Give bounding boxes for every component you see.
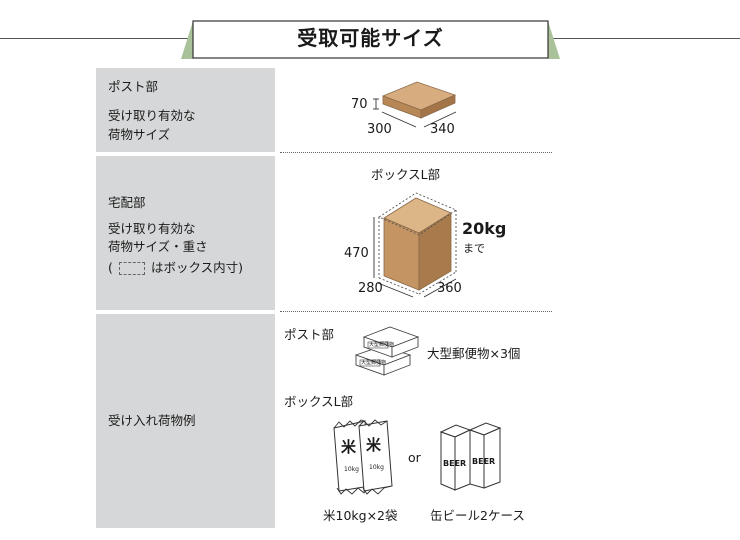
rice-weight-left: 10kg [344, 466, 359, 473]
post-heading: ポスト部 [108, 79, 159, 94]
beer-caption: 缶ビール2ケース [430, 508, 525, 523]
title-banner: 受取可能サイズ [181, 17, 560, 59]
beer-text-left: BEER [443, 459, 467, 468]
header-rule-right [552, 38, 740, 39]
post-dim-depth: 340 [430, 122, 455, 137]
examples-post-label: ポスト部 [284, 327, 335, 342]
rice-bag-icon [333, 419, 393, 495]
post-dim-height: 70 [351, 97, 368, 112]
delivery-note-text: はボックス内寸) [151, 260, 244, 275]
examples-heading: 受け入れ荷物例 [108, 413, 196, 428]
page-title: 受取可能サイズ [297, 26, 444, 50]
side-panel-post: ポスト部 受け取り有効な 荷物サイズ [96, 68, 275, 152]
delivery-dim-width: 280 [358, 281, 383, 296]
delivery-weight-suffix: まで [463, 242, 485, 255]
examples-post-item: 大型郵便物×3個 [427, 346, 521, 361]
delivery-dim-depth: 360 [437, 281, 462, 296]
delivery-desc-line2: 荷物サイズ・重さ [108, 239, 208, 254]
title-banner-frame [181, 20, 560, 59]
examples-box-label: ボックスL部 [284, 394, 354, 409]
separator-2 [280, 311, 552, 312]
separator-1 [280, 152, 552, 153]
post-parcel-icon [373, 81, 457, 128]
delivery-heading: 宅配部 [108, 195, 146, 210]
header-rule-left [0, 38, 190, 39]
delivery-dim-height: 470 [344, 246, 369, 261]
rice-mark-left: 米 [341, 438, 357, 456]
envelope-stamp-top: 大型郵便物 [369, 342, 395, 348]
post-dim-width: 300 [367, 122, 392, 137]
post-desc-line2: 荷物サイズ [108, 127, 171, 142]
delivery-weight: 20kg [462, 219, 507, 238]
side-panel-examples: 受け入れ荷物例 [96, 314, 275, 528]
beer-case-icon [439, 422, 502, 491]
post-desc-line1: 受け取り有効な [108, 108, 196, 123]
delivery-box-icon [373, 192, 457, 298]
envelope-stamp-bottom: 大型郵便物 [361, 360, 387, 366]
beer-text-right: BEER [472, 457, 496, 466]
rice-weight-right: 10kg [369, 464, 384, 471]
rice-mark-right: 米 [366, 436, 382, 454]
side-panel-delivery: 宅配部 受け取り有効な 荷物サイズ・重さ ( はボックス内寸) [96, 156, 275, 310]
delivery-desc-line1: 受け取り有効な [108, 221, 196, 236]
delivery-note-open: ( [108, 260, 113, 275]
delivery-box-label: ボックスL部 [371, 167, 441, 182]
or-label: or [408, 450, 421, 465]
rice-caption: 米10kg×2袋 [323, 508, 398, 523]
dashed-swatch-icon [119, 262, 145, 275]
envelope-stack-icon [354, 326, 420, 376]
